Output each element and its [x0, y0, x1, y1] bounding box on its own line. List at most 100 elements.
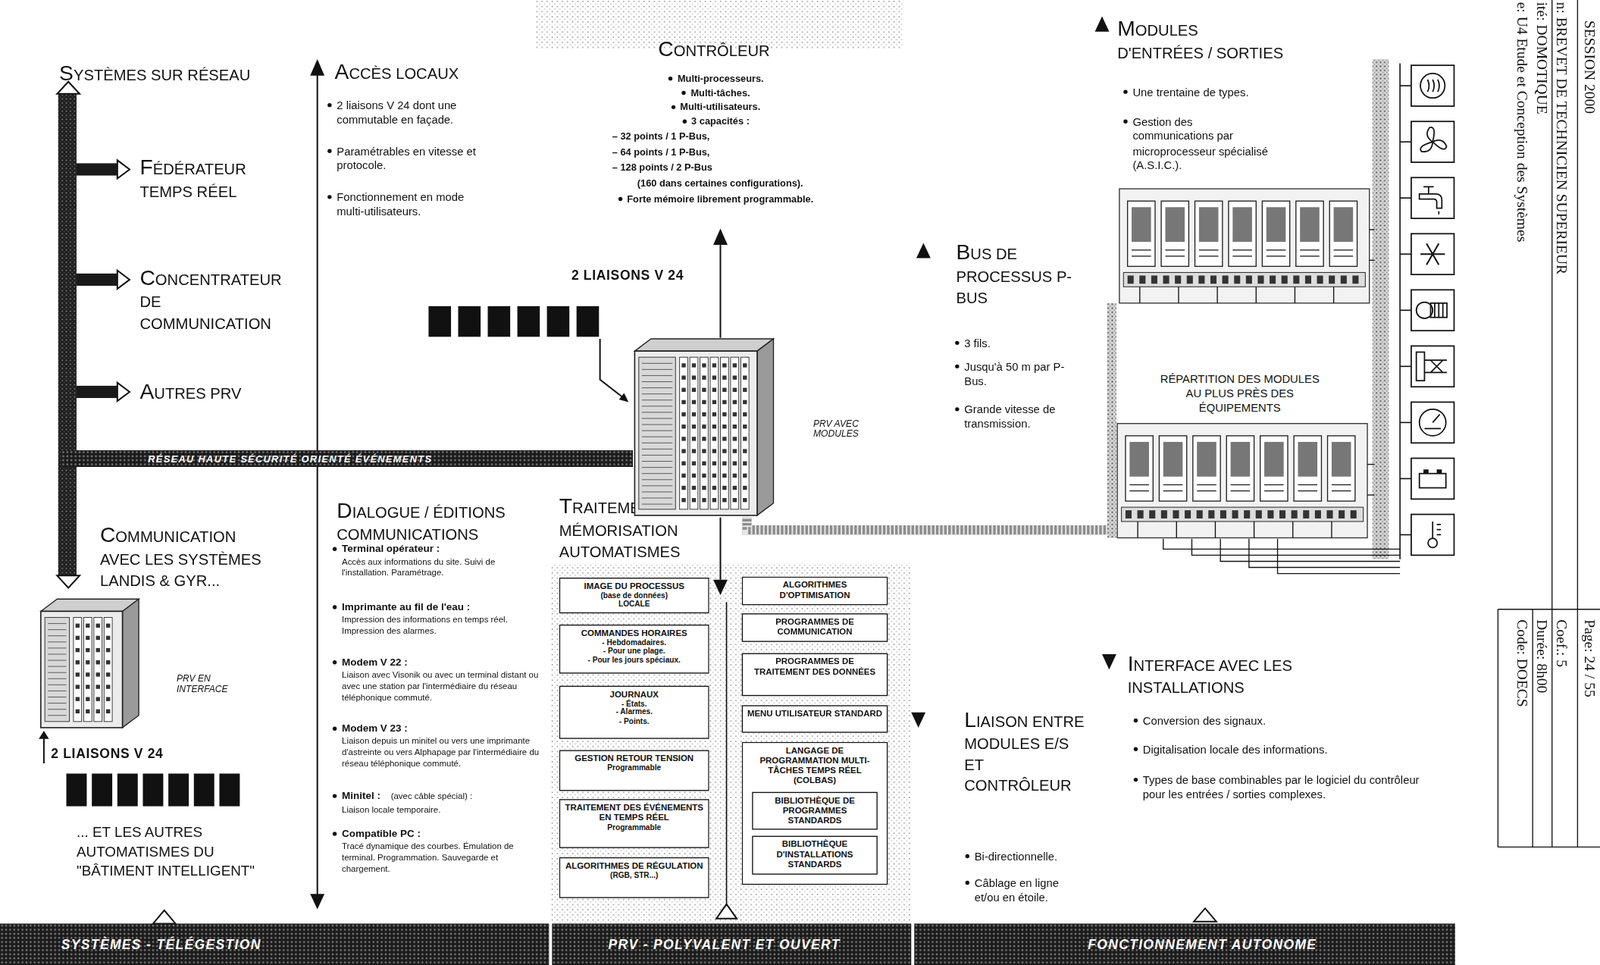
- device-led: [681, 375, 686, 379]
- pbus-band: [746, 517, 1107, 530]
- pbus-stipple: [746, 517, 1107, 530]
- terminal: [1198, 275, 1205, 285]
- node-text: - Pour une plage.: [564, 647, 705, 657]
- device-led: [701, 436, 706, 441]
- controller-spec: Multi-processeurs.: [677, 72, 764, 85]
- controller-spec: Multi-tâches.: [690, 86, 750, 98]
- item-heading: Terminal opérateur :: [341, 542, 440, 556]
- program-box: PROGRAMMES DE TRAITEMENT DES DONNÉES: [742, 653, 889, 697]
- node-text: RÉSEAU HAUTE SÉCURITÉ ORIENTÉ ÉVÉNEMENTS: [147, 452, 433, 464]
- table-rule: [1497, 609, 1499, 848]
- device-led: [701, 363, 706, 367]
- node-text: LOCALE: [564, 600, 705, 610]
- node-text: - Hebdomadaires.: [564, 638, 705, 648]
- program-box: IMAGE DU PROCESSUS(base de données)LOCAL…: [559, 577, 710, 614]
- wire: [1255, 286, 1257, 304]
- module-face: [1266, 206, 1287, 242]
- table-rule: [1551, 0, 1553, 847]
- battery-icon: [1419, 473, 1447, 489]
- link-label: 2 LIAISONS V 24: [571, 267, 684, 285]
- module-detail: [1297, 490, 1318, 492]
- module-detail: [1196, 490, 1217, 492]
- wire: [1136, 521, 1138, 539]
- io-module: [1158, 435, 1187, 501]
- terminal-strip: [1123, 272, 1366, 287]
- node-text: COMMANDES HORAIRES: [564, 628, 705, 639]
- bullet-text: Câblage en ligne et/ou en étoile.: [974, 875, 1072, 905]
- device-led: [712, 436, 717, 441]
- device-led: [691, 388, 696, 392]
- port-square: [547, 306, 570, 337]
- io-modules: RÉPARTITION DES MODULES AU PLUS PRÈS DES…: [1107, 188, 1373, 546]
- device-led: [732, 485, 737, 490]
- device-led: [722, 485, 727, 490]
- arrow-line: [719, 517, 721, 580]
- device-slot: [641, 411, 673, 413]
- controller-spec: Forte mémoire librement programmable.: [626, 192, 814, 204]
- io-module: [1161, 200, 1189, 267]
- device-led: [722, 363, 727, 367]
- device-slot: [641, 430, 673, 432]
- link-label: 2 LIAISONS V 24: [50, 745, 163, 763]
- battery-icon: [1437, 469, 1443, 473]
- device-led: [96, 623, 101, 628]
- arrow-line: [719, 244, 721, 339]
- program-box: PROGRAMMES DE COMMUNICATION: [742, 613, 889, 642]
- node-text: BIBLIOTHÈQUE DE PROGRAMMES STANDARDS: [757, 795, 873, 826]
- io-module: [1192, 435, 1221, 501]
- terminal: [1257, 275, 1264, 285]
- module-face: [1232, 206, 1253, 242]
- io-module: [1226, 435, 1254, 501]
- controller-spec: – 64 points / 1 P-Bus,: [612, 146, 711, 158]
- item-text: Impression des informations en temps rée…: [341, 613, 542, 636]
- wire: [1333, 286, 1334, 304]
- hollow-arrowhead: [56, 575, 80, 588]
- terminal: [1196, 510, 1203, 519]
- device-slot: [47, 672, 66, 674]
- fan-icon: [1427, 127, 1435, 142]
- device-panel: [638, 356, 676, 510]
- arrowhead: [916, 242, 931, 258]
- gauge-icon: [1424, 414, 1441, 429]
- program-box: BIBLIOTHÈQUE DE PROGRAMMES STANDARDS: [751, 792, 878, 830]
- device-led: [96, 672, 101, 677]
- device-led: [96, 709, 101, 714]
- item-text: Liaison avec Visonik ou avec un terminal…: [341, 669, 542, 703]
- section-heading: MODULES D'ENTRÉES / SORTIES: [1117, 14, 1287, 64]
- device-panel: [44, 617, 69, 722]
- module-detail: [1164, 255, 1185, 257]
- bullet-text: Paramétrables en vitesse et protocole.: [336, 144, 490, 173]
- program-box: TRAITEMENT DES ÉVÉNEMENTS EN TEMPS RÉELP…: [559, 798, 710, 849]
- device-slot: [641, 436, 673, 438]
- modules-illustration: [1107, 188, 1373, 546]
- node-text: (RGB, STR...): [564, 870, 705, 880]
- device-led: [691, 363, 696, 367]
- device-module: [83, 617, 92, 722]
- node-text: GESTION RETOUR TENSION: [564, 754, 705, 764]
- controller-spec: – 128 points / 2 P-Bus: [612, 161, 713, 173]
- device-slot: [641, 381, 673, 382]
- module-detail: [1333, 255, 1354, 257]
- module-detail: [1266, 255, 1287, 257]
- table-rule: [1577, 0, 1579, 847]
- device-led: [96, 635, 101, 640]
- network-branch: [76, 162, 118, 176]
- terminal: [1243, 510, 1250, 519]
- heating-icon: [1420, 73, 1445, 98]
- io-module: [1125, 435, 1153, 501]
- io-module: [1228, 200, 1256, 267]
- device-led: [701, 497, 706, 502]
- bullet-text: Conversion des signaux.: [1142, 713, 1450, 728]
- device-led: [85, 684, 90, 689]
- device-slot: [641, 497, 673, 498]
- item-text: Accès aux informations du site. Suivi de…: [341, 556, 542, 579]
- device-slot: [641, 442, 673, 444]
- wire: [1367, 463, 1375, 465]
- bottom-band: PRV - POLYVALENT ET OUVERT: [551, 923, 912, 965]
- terminal: [1326, 510, 1333, 519]
- device-led: [712, 424, 717, 429]
- terminal: [1186, 275, 1193, 285]
- device-led: [681, 436, 686, 441]
- device-slot: [47, 702, 66, 704]
- device-led: [96, 697, 101, 702]
